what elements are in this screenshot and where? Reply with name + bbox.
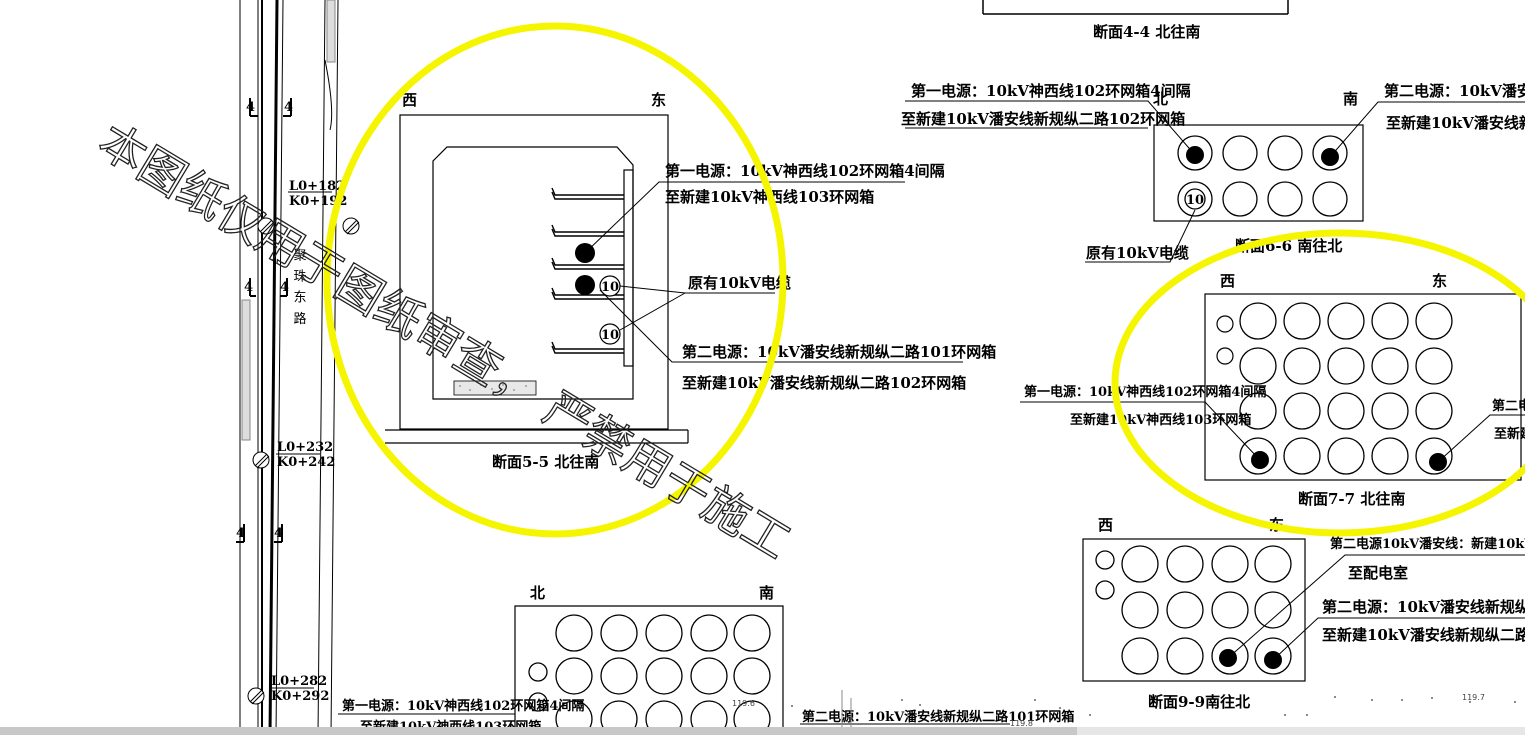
section-4-4: 断面4-4 北往南 xyxy=(982,0,1289,41)
duct-circle xyxy=(1239,347,1277,385)
duct-circle xyxy=(1283,437,1321,475)
duct-circle xyxy=(1415,392,1453,430)
source1-line1: 第一电源：10kV神西线102环网箱4间隔 xyxy=(342,698,584,714)
road-name: 聚 珠 东 路 xyxy=(291,248,307,326)
duct-circle xyxy=(1239,437,1277,475)
duct-circle xyxy=(1327,392,1365,430)
section-5-5: 西 东 10 10 xyxy=(385,91,996,471)
duct-circle xyxy=(1371,392,1409,430)
source2-line2: 至新建10kV潘安线新规纵二路102环网箱 xyxy=(682,374,966,392)
west-label: 西 xyxy=(1098,516,1113,534)
source2-line1: 第二电源：10kV潘安线新 xyxy=(1384,82,1525,100)
source2-line2: 至新建 xyxy=(1494,426,1525,442)
source1-line1: 第一电源：10kV神西线102环网箱4间隔 xyxy=(911,82,1191,100)
west-label: 西 xyxy=(402,91,417,109)
east-label: 东 xyxy=(1432,272,1447,290)
section-9-9: 西 东 第二电源10kV潘安线：新建10kV潘安线新规纵 至配电室 第二电源：1… xyxy=(1082,516,1525,711)
section-4-4-caption: 断面4-4 北往南 xyxy=(1093,23,1200,41)
note1-line2: 至配电室 xyxy=(1348,564,1408,582)
source2-line1: 第二电 xyxy=(1492,398,1525,414)
circle-number-tag: 10 xyxy=(1186,193,1204,208)
duct-circle xyxy=(1371,302,1409,340)
duct-circle xyxy=(1283,302,1321,340)
source2-line2: 至新建10kV潘安线新规 xyxy=(1386,114,1525,132)
duct-circle xyxy=(1371,437,1409,475)
existing-cable-label: 原有10kV电缆 xyxy=(688,274,791,292)
source1-line1: 第一电源：10kV神西线102环网箱4间隔 xyxy=(665,162,945,180)
road-strip: 4 4 4 4 4 4 xyxy=(236,0,360,736)
svg-text:10: 10 xyxy=(601,280,619,295)
station-bottom-label: K0+292 xyxy=(271,689,329,704)
scrollbar-thumb[interactable] xyxy=(1077,727,1525,735)
svg-text:本图纸仅用于图纸审查，: 本图纸仅用于图纸审查， xyxy=(89,113,551,420)
section-mark: 4 xyxy=(236,524,245,543)
section-mark: 4 xyxy=(244,278,256,297)
duct-circle xyxy=(1283,392,1321,430)
duct-circle xyxy=(1371,347,1409,385)
source2-line2: 至新建10kV潘安线新规纵二路102 xyxy=(1322,626,1525,644)
station-top-label: L0+232 xyxy=(277,440,333,455)
section-7-7: 西 东 第一电源：10kV神西线102环网箱4间隔 至新建10kV神西线103环… xyxy=(1020,272,1525,508)
station-marker: L0+232 K0+242 xyxy=(252,440,335,470)
west-label: 西 xyxy=(1220,272,1235,290)
section-mark: 4 xyxy=(246,98,258,117)
source2-line1: 第二电源：10kV潘安线新规纵二路101环网箱 xyxy=(802,709,1074,725)
station-bottom-label: K0+242 xyxy=(277,455,335,470)
south-label: 南 xyxy=(759,584,774,602)
svg-text:4: 4 xyxy=(236,526,245,541)
note1-line1: 第二电源10kV潘安线：新建10kV潘安线新规纵 xyxy=(1330,536,1525,552)
section-bottom: 北 南 第一电源：10kV神西线102环网箱4间隔 至新建10kV神西线103环… xyxy=(338,584,1074,738)
svg-text:4: 4 xyxy=(244,280,253,295)
existing-cable-label: 原有10kV电缆 xyxy=(1086,244,1189,262)
section-6-6: 北 南 10 第一电源：10kV神西线102环网箱4间隔 至新建10kV潘安线新… xyxy=(901,82,1525,263)
source2-line1: 第二电源：10kV潘安线新规纵二路101环网箱 xyxy=(682,343,996,361)
review-highlight-ellipse xyxy=(1111,229,1525,537)
station-marker: L0+182 K0+192 xyxy=(257,179,360,235)
north-label: 北 xyxy=(530,584,545,602)
horizontal-scrollbar[interactable] xyxy=(0,727,1525,735)
section-9-9-caption: 断面9-9南往北 xyxy=(1148,693,1250,711)
svg-text:4: 4 xyxy=(284,100,293,115)
elevation-dots xyxy=(791,696,1516,716)
north-label: 北 xyxy=(1153,90,1168,108)
review-highlight-ellipse xyxy=(323,22,787,538)
svg-text:4: 4 xyxy=(246,100,255,115)
circle-number-tag: 10 xyxy=(599,323,621,345)
elevation-label: 119.8 xyxy=(1010,719,1033,728)
svg-text:4: 4 xyxy=(274,526,283,541)
section-5-5-caption: 断面5-5 北往南 xyxy=(492,453,599,471)
source1-line2: 至新建10kV神西线103环网箱 xyxy=(1070,412,1251,428)
section-mark: 4 xyxy=(280,278,289,297)
duct-circle xyxy=(1283,347,1321,385)
source1-line2: 至新建10kV潘安线新规纵二路102环网箱 xyxy=(901,110,1185,128)
station-top-label: L0+282 xyxy=(271,674,327,689)
station-marker: L0+282 K0+292 xyxy=(247,674,329,705)
source1-line1: 第一电源：10kV神西线102环网箱4间隔 xyxy=(1024,384,1266,400)
source2-line1: 第二电源：10kV潘安线新规纵二路 xyxy=(1322,598,1525,616)
duct-circle xyxy=(1239,302,1277,340)
elevation-label: 119.7 xyxy=(1462,693,1485,702)
svg-text:10: 10 xyxy=(601,328,619,343)
elevation-label: 119.6 xyxy=(732,699,755,708)
svg-text:4: 4 xyxy=(280,280,289,295)
section-mark: 4 xyxy=(283,98,293,117)
duct-circle xyxy=(1415,437,1453,475)
east-label: 东 xyxy=(651,91,666,109)
circle-number-tag: 10 xyxy=(599,275,621,297)
duct-circle xyxy=(1327,347,1365,385)
duct-circle xyxy=(1415,347,1453,385)
svg-text:严禁用于施工: 严禁用于施工 xyxy=(535,381,799,569)
section-7-7-caption: 断面7-7 北往南 xyxy=(1298,490,1405,508)
duct-circle xyxy=(1415,302,1453,340)
cable-filled xyxy=(575,275,595,295)
station-bottom-label: K0+192 xyxy=(289,194,347,209)
station-top-label: L0+182 xyxy=(289,179,345,194)
south-label: 南 xyxy=(1343,90,1358,108)
duct-circle xyxy=(1239,392,1277,430)
section-mark: 4 xyxy=(274,524,283,543)
duct-circle xyxy=(1327,302,1365,340)
duct-circle xyxy=(1327,437,1365,475)
